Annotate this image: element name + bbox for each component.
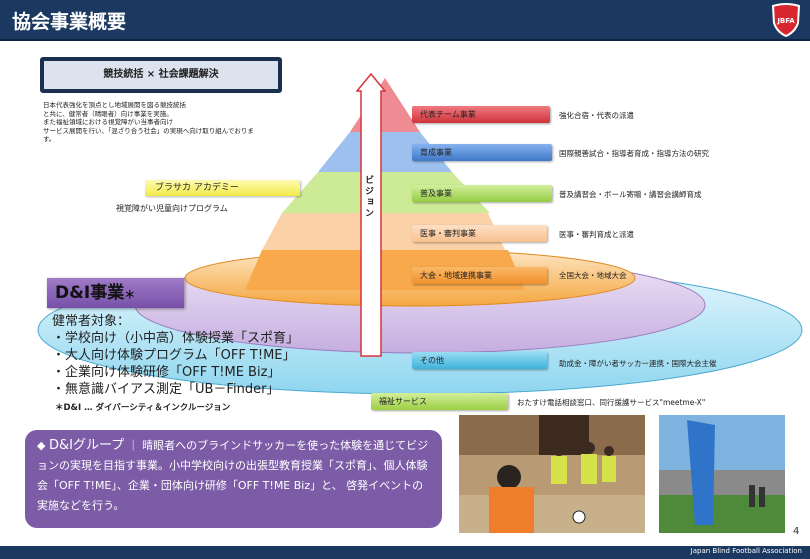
- tier-desc: おたすけ電話相談窓口、同行援護サービス"meetme-X": [517, 398, 706, 407]
- layer-develop: [318, 132, 452, 172]
- intro-line: サービス展開を行い、「混ざり合う社会」の実現へ向け取り組んでおりま: [43, 126, 254, 135]
- page-number: 4: [793, 526, 800, 537]
- di-list-item: ・学校向け（小中高）体験授業「スポ育」: [52, 331, 300, 346]
- intro-line: 日本代表強化を頂点とし地域展開を図る競技統括: [43, 101, 186, 109]
- di-list-item: ・大人向け体験プログラム「OFF T!ME」: [52, 348, 296, 363]
- intro-line: と共に、健常者（晴眼者）向け事業を実施。: [43, 109, 173, 118]
- di-asterisk: ＊: [124, 288, 136, 301]
- footer-bar: Japan Blind Football Association: [0, 546, 810, 559]
- header-bar: [0, 0, 810, 41]
- di-list-item: 健常者対象：: [52, 314, 131, 329]
- theme-box: 競技統括 × 社会課題解決: [40, 57, 282, 93]
- di-group-name: D&Iグループ: [48, 438, 125, 453]
- photo-school-class: [459, 415, 645, 533]
- vision-arrow: [356, 73, 386, 357]
- tier-tournament-regional: 大会・地域連携事業: [412, 267, 547, 284]
- tier-other: その他: [412, 352, 547, 369]
- tier-desc: 国際親善試合・指導者育成・指導方法の研究: [559, 149, 709, 158]
- di-title: D&I事業＊: [47, 278, 184, 308]
- tier-national-team: 代表チーム事業: [412, 106, 550, 123]
- di-group-box: ◆ D&Iグループ ｜ 晴眼者へのブラインドサッカーを使った体験を通じてビジョン…: [25, 430, 442, 528]
- tier-welfare: 福祉サービス: [371, 393, 508, 410]
- layer-popularize: [282, 172, 490, 213]
- vision-label: ビジョン: [363, 175, 373, 219]
- tier-development: 育成事業: [412, 144, 552, 161]
- di-footnote: ＊D&I … ダイバーシティ＆インクルージョン: [55, 403, 231, 413]
- tier-desc: 強化合宿・代表の派遣: [559, 111, 634, 120]
- tier-desc: 助成金・障がい者サッカー連携・国際大会主催: [559, 359, 717, 368]
- brasaka-academy-label: ブラサカ アカデミー: [145, 180, 300, 196]
- diamond-bullet-icon: ◆: [37, 439, 46, 452]
- tier-desc: 全国大会・地域大会: [559, 271, 627, 280]
- tier-popularization: 普及事業: [412, 185, 552, 202]
- tier-desc: 医事・審判育成と派遣: [559, 230, 634, 239]
- intro-line: す。: [43, 135, 56, 143]
- page-title: 協会事業概要: [12, 11, 127, 33]
- jbfa-logo: JBFA: [771, 3, 801, 37]
- di-group-text: 晴眼者へのブラインドサッカーを使った体験を通じてビジョンの実現を目指す事業。小中…: [37, 439, 429, 512]
- separator: ｜: [127, 439, 139, 452]
- svg-text:JBFA: JBFA: [776, 17, 795, 25]
- di-title-text: D&I事業: [55, 283, 125, 303]
- tier-medical-referee: 医事・審判事業: [412, 225, 547, 242]
- tier-desc: 普及講習会・ボール寄贈・講習会講師育成: [559, 190, 702, 199]
- footer-text: Japan Blind Football Association: [690, 547, 802, 555]
- photo-event-banner: [659, 415, 785, 533]
- di-list: 健常者対象： ・学校向け（小中高）体験授業「スポ育」 ・大人向け体験プログラム「…: [52, 313, 299, 398]
- di-list-item: ・企業向け体験研修「OFF T!ME Biz」: [52, 365, 281, 380]
- brasaka-academy-desc: 視覚障がい児童向けプログラム: [116, 204, 228, 213]
- intro-text: 日本代表強化を頂点とし地域展開を図る競技統括 と共に、健常者（晴眼者）向け事業を…: [43, 101, 293, 144]
- di-list-item: ・無意識バイアス測定「UB－Finder」: [52, 382, 280, 397]
- intro-line: また福祉領域における視覚障がい当事者向け: [43, 118, 173, 126]
